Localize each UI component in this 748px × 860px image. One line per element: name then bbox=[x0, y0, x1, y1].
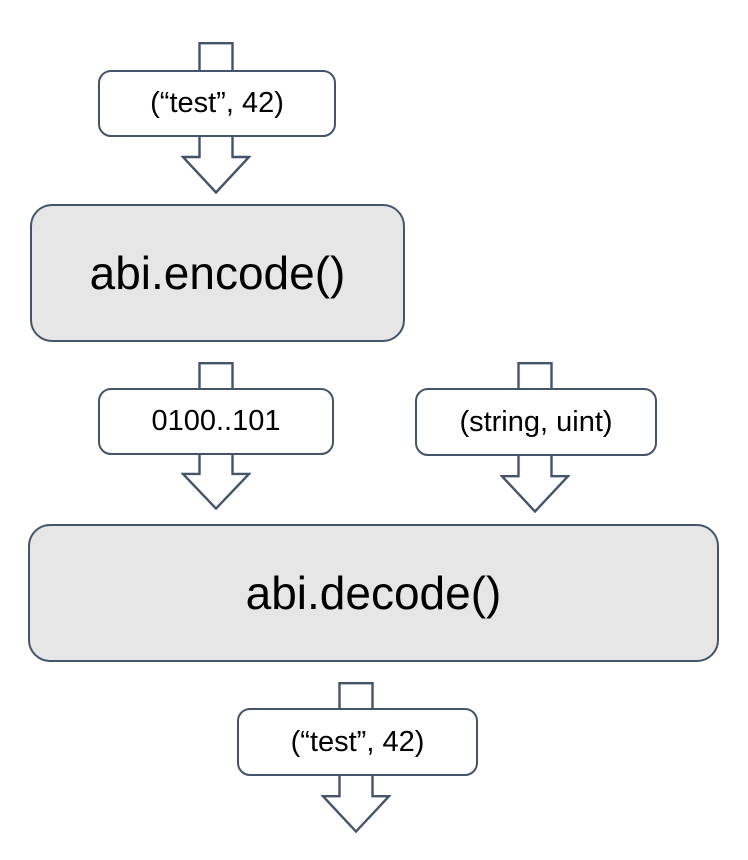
encoded-bytes-node: 0100..101 bbox=[98, 388, 334, 455]
input-tuple-node: (“test”, 42) bbox=[98, 70, 336, 137]
abi-decode-process-node: abi.decode() bbox=[28, 524, 719, 662]
type-signature-label: (string, uint) bbox=[459, 405, 613, 438]
output-tuple-label: (“test”, 42) bbox=[290, 725, 425, 758]
type-signature-node: (string, uint) bbox=[415, 388, 657, 456]
output-tuple-node: (“test”, 42) bbox=[237, 708, 478, 776]
abi-decode-label: abi.decode() bbox=[245, 567, 502, 619]
input-tuple-label: (“test”, 42) bbox=[150, 87, 284, 119]
abi-encode-process-node: abi.encode() bbox=[30, 204, 405, 342]
abi-encode-label: abi.encode() bbox=[89, 247, 346, 299]
encoded-bytes-label: 0100..101 bbox=[151, 405, 281, 437]
